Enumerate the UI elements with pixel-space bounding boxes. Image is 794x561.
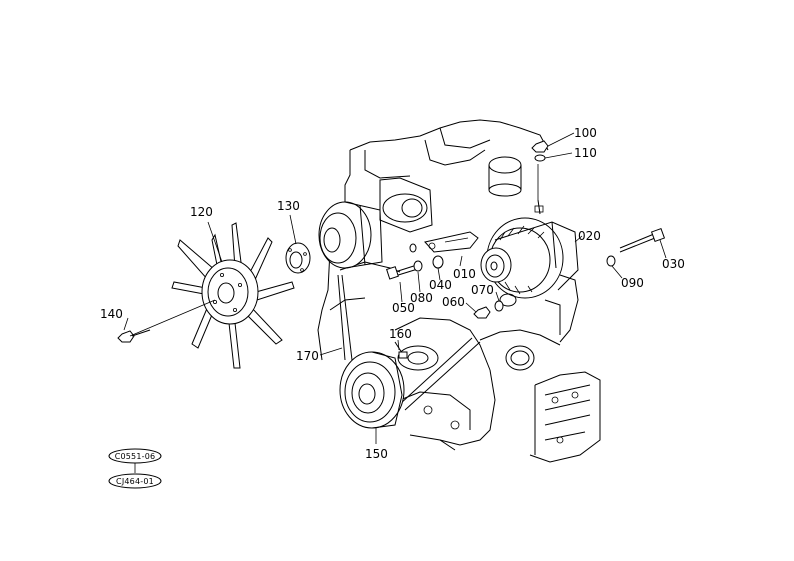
washer-080 [413,260,423,272]
fan-pulley [318,201,383,269]
label-080: 080 [410,291,433,305]
washer-090 [606,255,616,267]
label-140: 140 [100,307,123,321]
cooling-fan [171,222,295,369]
v-belt [337,274,481,411]
fan-spacer [285,242,311,274]
leader-lines [123,132,667,444]
label-150: 150 [365,447,388,461]
label-130: 130 [277,199,300,213]
ref-code-2: CJ464-01 [116,477,154,486]
washer-040 [432,255,444,269]
bolt-160 [394,341,408,359]
ref-oval-2 [108,473,162,489]
label-070: 070 [471,283,494,297]
crankshaft-pulley [339,351,405,429]
label-020: 020 [578,229,601,243]
washer-small [409,243,417,253]
washer-070 [494,300,504,312]
label-170: 170 [296,349,319,363]
adjusting-link [424,231,479,253]
nut-100 [531,140,549,153]
label-010: 010 [453,267,476,281]
label-110: 110 [574,146,597,160]
alternator [480,199,579,307]
label-160: 160 [389,327,412,341]
bolt-050 [386,263,422,280]
part-labels: 100 110 020 030 090 120 130 010 040 050 … [100,126,685,461]
ref-code-1: C0551-06 [115,452,156,461]
bolt-140 [117,329,151,343]
label-060: 060 [442,295,465,309]
reference-codes: C0551-06 CJ464-01 [108,448,162,489]
label-030: 030 [662,257,685,271]
label-090: 090 [621,276,644,290]
label-100: 100 [574,126,597,140]
label-040: 040 [429,278,452,292]
bolt-030 [619,227,666,253]
label-050: 050 [392,301,415,315]
washer-110 [534,154,546,162]
nut-060 [473,306,491,319]
label-120: 120 [190,205,213,219]
